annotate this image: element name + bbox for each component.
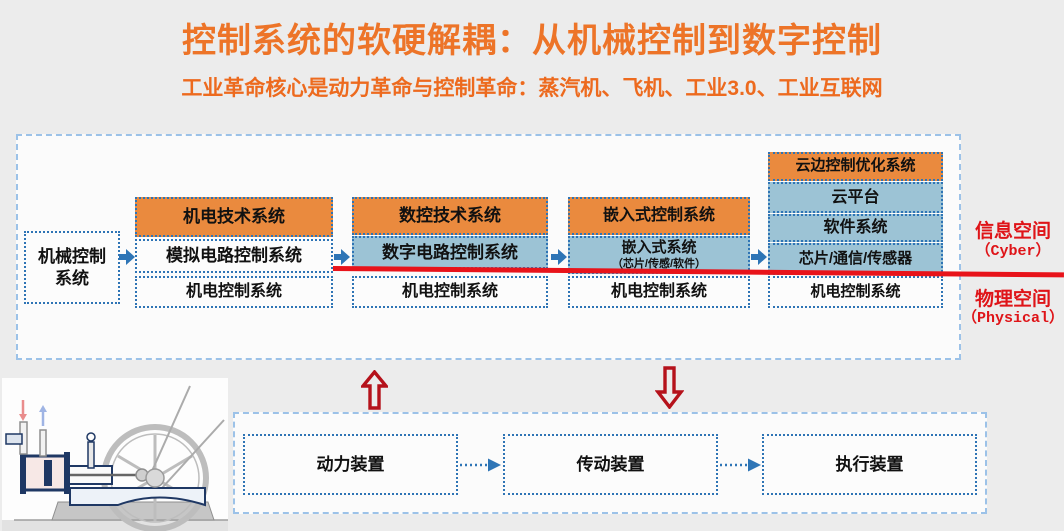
col3-header-embedded-control: 嵌入式控制系统 xyxy=(568,197,750,235)
page-subtitle: 工业革命核心是动力革命与控制革命：蒸汽机、飞机、工业3.0、工业互联网 xyxy=(181,77,883,100)
flow-arrow-icon xyxy=(334,249,350,265)
col4-cloud-platform-box: 云平台 xyxy=(768,182,943,213)
col2-digital-circuit-box: 数字电路控制系统 xyxy=(352,236,548,269)
flow-arrow-icon xyxy=(751,249,767,265)
up-arrow-icon xyxy=(361,370,388,410)
power-device-box: 动力装置 xyxy=(243,434,458,495)
col4-electromech-control-box: 机电控制系统 xyxy=(768,276,943,308)
col3-electromech-control-box: 机电控制系统 xyxy=(568,276,750,308)
dotted-arrow-icon xyxy=(460,458,501,472)
physical-space-label-en: （Physical） xyxy=(961,310,1064,327)
flow-arrow-icon xyxy=(551,249,567,265)
steam-inlet-arrow-icon xyxy=(19,400,27,421)
col1-header-electromech-tech: 机电技术系统 xyxy=(135,197,333,237)
dotted-arrow-icon xyxy=(720,458,761,472)
physical-space-label: 物理空间 xyxy=(974,289,1051,310)
embedded-system-line: 嵌入式系统 xyxy=(621,238,697,256)
col2-header-numeric-control-tech: 数控技术系统 xyxy=(352,197,548,235)
down-arrow-icon xyxy=(655,366,684,409)
steam-engine-illustration xyxy=(2,378,228,531)
col1-electromech-control-box: 机电控制系统 xyxy=(135,276,333,308)
col2-electromech-control-box: 机电控制系统 xyxy=(352,276,548,308)
page-title: 控制系统的软硬解耦：从机械控制到数字控制 xyxy=(182,22,882,60)
col4-header-cloud-edge-control: 云边控制优化系统 xyxy=(768,152,943,181)
transmission-device-box: 传动装置 xyxy=(503,434,718,495)
actuator-device-box: 执行装置 xyxy=(762,434,977,495)
cyber-space-label: 信息空间 xyxy=(974,221,1051,242)
steam-outlet-arrow-icon xyxy=(39,405,47,426)
cyber-space-label-en: （Cyber） xyxy=(975,243,1051,260)
col1-analog-circuit-box: 模拟电路控制系统 xyxy=(135,239,333,273)
flow-arrow-icon xyxy=(119,249,135,265)
embedded-system-subline: （芯片/传感/软件） xyxy=(611,257,707,270)
col4-software-system-box: 软件系统 xyxy=(768,214,943,242)
mechanical-control-system-box: 机械控制系统 xyxy=(24,231,120,304)
